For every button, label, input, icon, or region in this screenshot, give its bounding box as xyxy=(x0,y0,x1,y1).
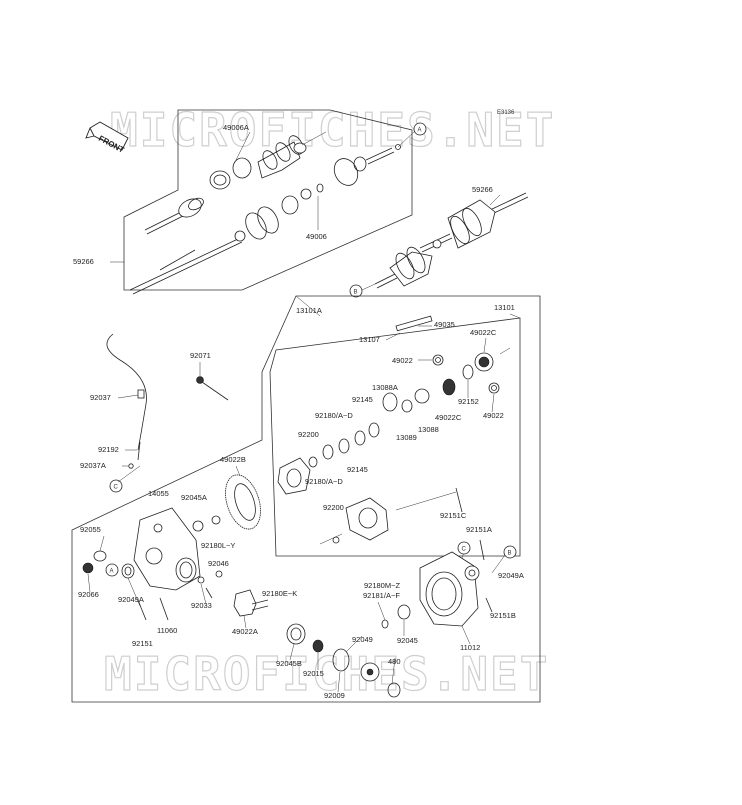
part-label: 92009 xyxy=(324,691,345,700)
ref-circle-c-left: C xyxy=(109,479,123,493)
part-label: 92151B xyxy=(490,611,516,620)
part-label: 49022 xyxy=(483,411,504,420)
svg-text:B: B xyxy=(508,551,512,557)
part-label: 49006 xyxy=(306,232,327,241)
differential-gears xyxy=(277,315,511,495)
ref-circle-c-right: C xyxy=(457,541,471,555)
part-label: 92200 xyxy=(323,503,344,512)
part-label: 11012 xyxy=(460,643,480,652)
part-label: 11060 xyxy=(157,626,177,635)
part-label: 49022A xyxy=(232,627,258,636)
part-label: 49022 xyxy=(392,356,413,365)
cv-axle-left-lower xyxy=(129,129,417,295)
part-label: 92151 xyxy=(132,639,153,648)
pinion-gear xyxy=(233,589,401,698)
part-label: 480 xyxy=(388,657,401,666)
part-label: 13101A xyxy=(296,306,322,315)
part-label: 92071 xyxy=(190,351,211,360)
part-label: 92180/A~D xyxy=(305,477,343,486)
part-label: 92181/A~F xyxy=(363,591,400,600)
part-label: 13088A xyxy=(372,383,398,392)
ref-circle-b-right: B xyxy=(349,284,363,298)
part-label: 92037 xyxy=(90,393,111,402)
svg-text:B: B xyxy=(354,290,358,296)
part-label: 92180L~Y xyxy=(201,541,235,550)
ref-circle-a-top: A xyxy=(413,122,427,136)
part-label: 92037A xyxy=(80,461,106,470)
part-label: 49022C xyxy=(470,328,497,337)
gear-case-cover xyxy=(319,487,506,629)
svg-text:A: A xyxy=(418,128,422,134)
part-label: 92046 xyxy=(208,559,229,568)
leader-lines xyxy=(87,131,521,693)
svg-text:C: C xyxy=(114,485,119,491)
axle-group-frame xyxy=(123,109,413,291)
diagram-code: E3136 xyxy=(497,110,515,116)
ref-circle-a-lower: A xyxy=(105,563,119,577)
part-label: 13101 xyxy=(494,303,515,312)
differential-frame xyxy=(71,295,541,703)
part-label: 92055 xyxy=(80,525,101,534)
part-label: 59266 xyxy=(73,257,94,266)
cv-axle-left-upper xyxy=(144,131,327,235)
part-label: 92045A xyxy=(181,493,207,502)
part-label: 92145 xyxy=(347,465,368,474)
part-label: 92180M~Z xyxy=(364,581,400,590)
part-label: 49022C xyxy=(435,413,462,422)
part-label: 92152 xyxy=(458,397,479,406)
part-label: 92192 xyxy=(98,445,119,454)
part-label: 92049 xyxy=(352,635,373,644)
part-label: 13089 xyxy=(396,433,417,442)
svg-text:A: A xyxy=(110,569,114,575)
part-label: 92049A xyxy=(498,571,524,580)
part-label: 92049A xyxy=(118,595,144,604)
part-label: 92180E~K xyxy=(262,589,297,598)
part-label: 92045 xyxy=(397,636,418,645)
ring-gear xyxy=(225,474,261,530)
part-label: 92045B xyxy=(276,659,302,668)
part-label: 92200 xyxy=(298,430,319,439)
part-label: 92151A xyxy=(466,525,492,534)
part-label: 92180/A~D xyxy=(315,411,353,420)
breather-hose xyxy=(106,333,229,469)
part-label: 92151C xyxy=(440,511,467,520)
part-label: 92066 xyxy=(78,590,99,599)
part-label: 49006A xyxy=(223,123,249,132)
part-label: 13088 xyxy=(418,425,439,434)
cv-axle-right xyxy=(361,192,529,291)
part-label: 14055 xyxy=(148,489,169,498)
part-label: 49022B xyxy=(220,455,246,464)
part-label: 92015 xyxy=(303,669,324,678)
part-label: 92145 xyxy=(352,395,373,404)
part-label: 49035 xyxy=(434,320,455,329)
watermark-top: MICROFICHES.NET xyxy=(110,103,555,157)
svg-text:C: C xyxy=(462,547,467,553)
part-label: 92033 xyxy=(191,601,212,610)
ref-circle-b-lower: B xyxy=(503,545,517,559)
watermark-bottom: MICROFICHES.NET xyxy=(104,647,549,701)
part-label: 13107 xyxy=(359,335,380,344)
part-label: 59266 xyxy=(472,185,493,194)
gear-case-housing xyxy=(82,507,223,621)
part-labels: 49006A 59266 49006 59266 13101A 13101 49… xyxy=(73,123,524,700)
